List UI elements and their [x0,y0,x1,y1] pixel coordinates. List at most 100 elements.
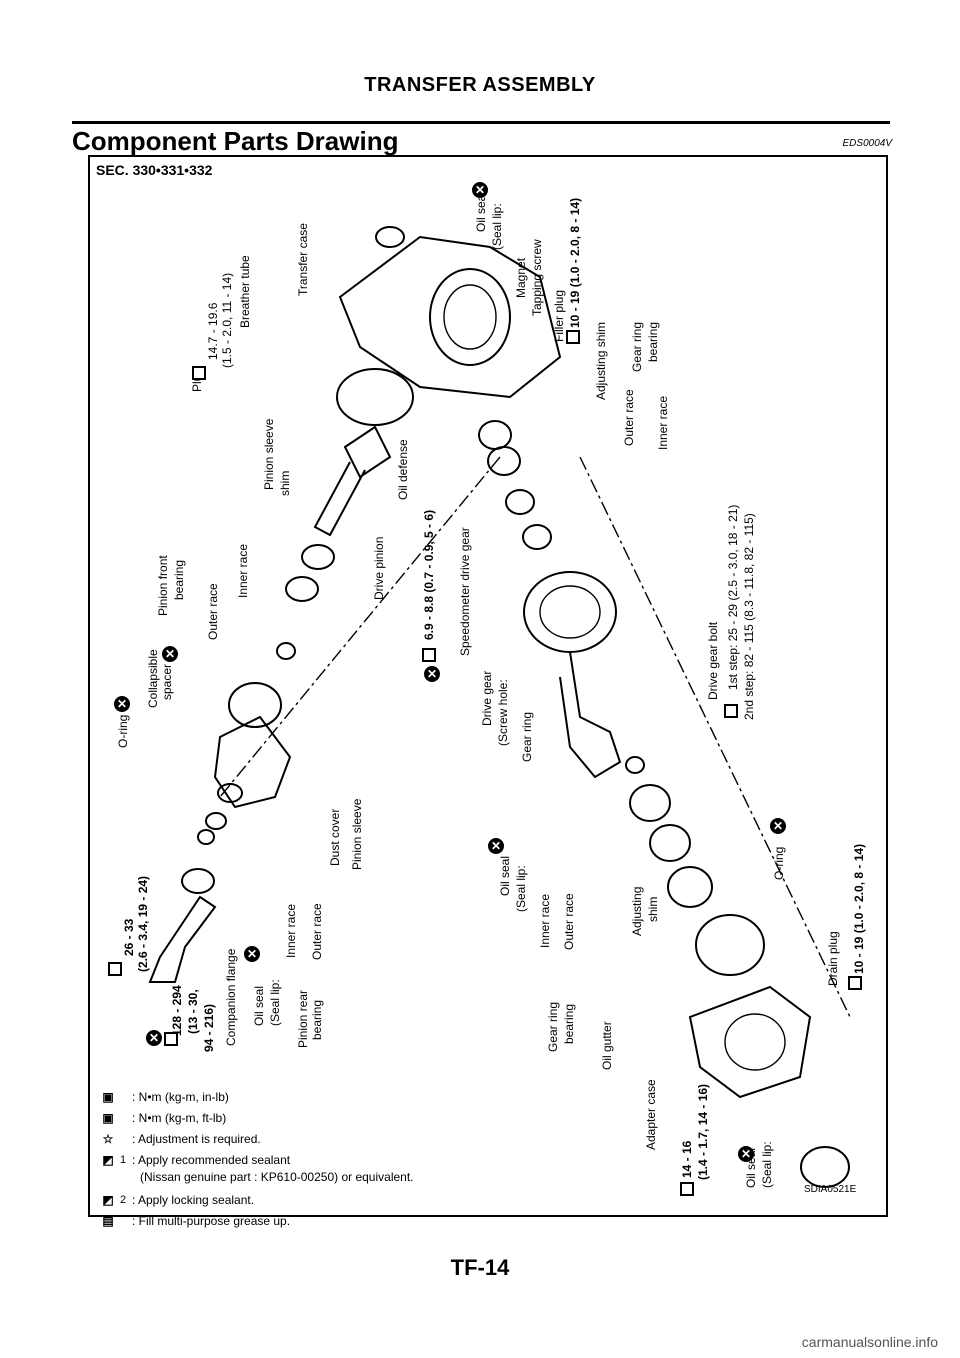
label-seal-lip-mid: (Seal lip: [514,865,528,912]
page-number: TF-14 [450,1255,510,1280]
legend-note: (Nissan genuine part : KP610-00250) or e… [140,1170,414,1184]
label-drive-pinion: Drive pinion [372,536,386,600]
label-filler-plug: Filler plug [552,289,566,342]
label-defense-torque: 6.9 - 8.8 (0.7 - 0.9, 5 - 6) [422,509,436,640]
label-shim: shim [278,470,292,496]
label-outer-race-front: Outer race [206,583,220,640]
label-gear-ring-bearing: Gear ring [546,1001,560,1052]
label-adjusting: Adjusting [630,886,644,936]
torque-icon [724,704,738,718]
do-not-reuse-icon: ✕ [770,818,786,834]
label-drive-gear: Drive gear [480,670,494,726]
axis-line-gear [579,456,851,1018]
label-oil-seal-top: Oil seal [474,191,488,232]
label-torque-14: 14 - 16 [680,1140,694,1178]
watermark: carmanualsonline.info [801,1334,938,1350]
do-not-reuse-icon: ✕ [488,838,504,854]
section-id: EDS0004V [842,138,892,149]
label-magnet: Magnet [514,257,528,298]
label-collapsible: Collapsible [146,649,160,708]
label-transfer-case: Transfer case [296,223,310,296]
torque-icon [192,366,206,380]
label-oil-seal-left: Oil seal [252,985,266,1026]
label-spacer: spacer [160,663,174,700]
label-screw-hole: (Screw hole: [496,679,510,746]
legend-row: ▣: N•m (kg-m, in-lb) [96,1086,516,1107]
label-pinion-sleeve: Pinion sleeve [350,798,364,870]
pinion-sleeve-shim [336,368,414,426]
legend: ▣: N•m (kg-m, in-lb) ▣: N•m (kg-m, ft-lb… [96,1086,516,1231]
label-outer-race-top: Outer race [622,389,636,446]
torque-icon [164,1032,178,1046]
rear-outer [197,829,215,845]
legend-row: ◩1: Apply recommended sealant [96,1149,516,1170]
label-gear-ring: Gear ring [520,711,534,762]
label-torque-14b: (1.4 - 1.7, 14 - 16) [696,1083,710,1180]
label-torque-26b: (2.6 - 3.4, 19 - 24) [136,875,150,972]
adjusting-shim [667,866,713,908]
companion-flange [148,895,217,983]
exploded-view [148,226,851,1188]
label-oil-gutter: Oil gutter [600,1021,614,1070]
label-inner-race-gear: Inner race [538,893,552,948]
label-outer-race-gear: Outer race [562,893,576,950]
pinion-sleeve [213,715,292,809]
do-not-reuse-icon: ✕ [114,696,130,712]
adapter-case [688,985,812,1099]
label-drain-torque: 10 - 19 (1.0 - 2.0, 8 - 14) [852,843,866,974]
rear-inner [205,812,227,830]
bearing-top-outer [478,420,512,450]
label-plug-torque-2: (1.5 - 2.0, 11 - 14) [220,272,234,368]
do-not-reuse-icon: ✕ [472,182,488,198]
label-pinion-front: Pinion front [156,555,170,616]
label-adjusting-shim: shim [646,896,660,922]
bearing-top-roller [505,489,535,515]
label-adapter-case: Adapter case [644,1079,658,1150]
label-seal-lip-left: (Seal lip: [268,979,282,1026]
page-header: TRANSFER ASSEMBLY [364,74,596,96]
label-outer-race-rear: Outer race [310,903,324,960]
gear-bearing-inner [629,784,671,822]
label-drive-gear-bolt: Drive gear bolt [706,621,720,700]
label-pinion-rear-bearing: bearing [310,999,324,1040]
label-seal-lip-top: (Seal lip: [490,203,504,250]
figure-id: SDIA0521E [804,1184,857,1195]
torque-icon [108,962,122,976]
label-filler-torque: 10 - 19 (1.0 - 2.0, 8 - 14) [568,197,582,328]
label-speedometer: Speedometer drive gear [458,527,472,656]
transfer-case [338,235,562,399]
label-companion: Companion flange [224,948,238,1046]
do-not-reuse-icon: ✕ [146,1030,162,1046]
torque-icon [566,330,580,344]
do-not-reuse-icon: ✕ [738,1146,754,1162]
label-o-ring-left: O-ring [116,714,130,748]
label-bearing-top: bearing [646,321,660,362]
label-adjusting-shim-top: Adjusting shim [594,321,608,400]
oil-seal-top [375,226,405,248]
do-not-reuse-icon: ✕ [244,946,260,962]
axis-line-pinion [219,456,501,798]
speedometer-gear [522,524,552,550]
oil-seal-mid [625,756,645,774]
label-plug-torque-1: 14.7 - 19.6 [206,302,220,360]
dust-cover [217,783,243,803]
oil-seal-bottom [800,1146,850,1188]
legend-row: ◩2: Apply locking sealant. [96,1189,516,1210]
star-icon: ☆ [102,1131,114,1146]
o-ring-right [695,914,765,976]
label-oil-defense: Oil defense [396,439,410,500]
pinion-front-outer [285,576,319,602]
label-gear-ring-bearing-2: bearing [562,1003,576,1044]
oil-seal-left [181,868,215,894]
diagram-frame [88,155,888,1217]
label-seal-lip-bottom: (Seal lip: [760,1141,774,1188]
label-gear-ring-top: Gear ring [630,321,644,372]
label-torque-128: 128 - 294 [170,985,184,1036]
torque-icon [848,976,862,990]
label-inner-race-rear: Inner race [284,903,298,958]
label-bolt-step-2: 2nd step: 82 - 115 (8.3 - 11.8, 82 - 115… [742,513,756,720]
legend-row: ☆: Adjustment is required. [96,1128,516,1149]
sec-label: SEC. 330•331•332 [96,162,213,178]
label-bolt-step-1: 1st step: 25 - 29 (2.5 - 3.0, 18 - 21) [726,504,740,690]
torque-icon [680,1182,694,1196]
